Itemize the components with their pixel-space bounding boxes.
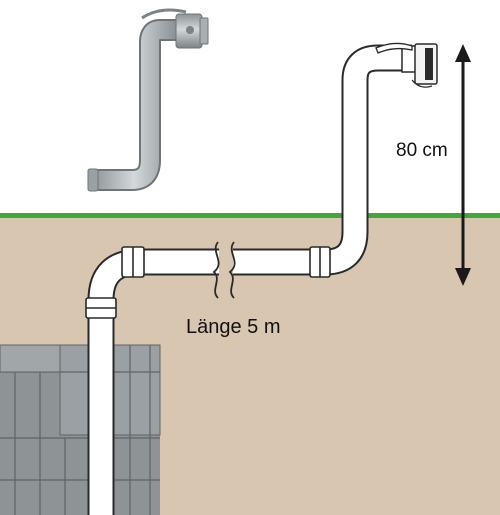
height-label: 80 cm <box>396 140 448 161</box>
double-arrow-icon <box>455 44 471 286</box>
pipe-couplings <box>85 246 331 319</box>
pipe-break-symbol <box>212 240 236 299</box>
galvanized-pipe-bend-icon <box>87 8 209 192</box>
pipe-route <box>87 44 412 515</box>
storz-coupling-icon <box>375 42 438 88</box>
tank <box>0 344 161 515</box>
grass-line <box>0 213 500 218</box>
length-label: Länge 5 m <box>186 316 281 338</box>
